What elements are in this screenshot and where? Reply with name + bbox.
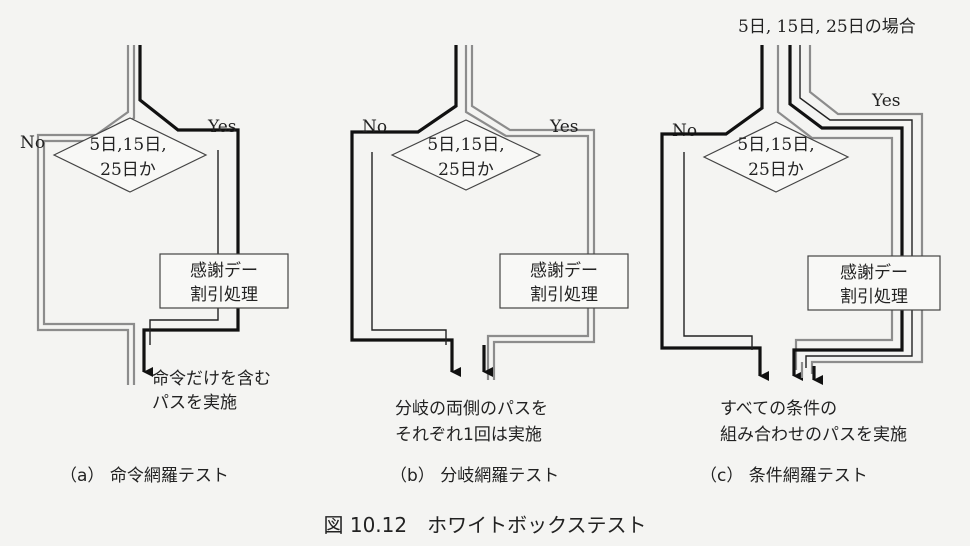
panel-c-no-path <box>660 45 769 381</box>
panel-b-process-line2: 割引処理 <box>530 285 598 305</box>
panel-c-header: 5日, 15日, 25日の場合 <box>738 17 916 37</box>
figure-title: 図 10.12 ホワイトボックステスト <box>323 513 646 537</box>
panel-b-gray-path <box>464 45 596 380</box>
panel-b-yes-label: Yes <box>549 117 579 137</box>
panel-a-process-line1: 感謝デー <box>190 260 258 281</box>
panel-a-black-path <box>138 45 240 377</box>
panel-c-condition-line1: 5日,15日, <box>737 135 814 155</box>
panel-c-process-line2: 割引処理 <box>840 287 908 307</box>
panel-c-no-label: No <box>672 121 697 141</box>
panel-b-note-line1: 分岐の両側のパスを <box>395 399 548 419</box>
panel-a: 5日,15日, 25日か No Yes 感謝デー 割引処理 命令だけを含む パス… <box>20 45 289 486</box>
panel-a-no-label: No <box>20 133 45 153</box>
panel-a-yes-label: Yes <box>207 117 237 137</box>
panel-a-condition-line2: 25日か <box>100 160 156 180</box>
panel-a-condition-line1: 5日,15日, <box>89 135 166 155</box>
panel-a-gray-path <box>36 45 136 385</box>
panel-c-process-box <box>807 255 941 311</box>
panel-b: 5日,15日, 25日か No Yes 感謝デー 割引処理 分岐の両側のパスを … <box>350 45 629 486</box>
panel-a-decision-diamond <box>52 117 208 193</box>
panel-c-process-line1: 感謝デー <box>840 262 908 283</box>
panel-c-decision-diamond <box>702 121 850 193</box>
panel-c-yes-label: Yes <box>871 91 901 111</box>
panel-b-note-line2: それぞれ1回は実施 <box>395 425 542 445</box>
panel-a-note-line1: 命令だけを含む <box>152 369 271 389</box>
panel-b-caption: （b） 分岐網羅テスト <box>390 466 559 486</box>
panel-c: 5日, 15日, 25日の場合 Yes No 5日,15日, 25日か 感謝デー… <box>660 17 941 486</box>
panel-b-no-label: No <box>362 117 387 137</box>
panel-a-caption: （a） 命令網羅テスト <box>60 466 229 486</box>
panel-b-condition-line1: 5日,15日, <box>427 135 504 155</box>
panel-b-process-line1: 感謝デー <box>530 260 598 281</box>
panel-a-process-box <box>159 253 289 309</box>
panel-c-condition-line2: 25日か <box>748 160 804 180</box>
panel-a-note-line2: パスを実施 <box>152 393 237 413</box>
panel-c-yes-paths <box>776 45 924 385</box>
panel-b-decision-diamond <box>390 119 542 191</box>
panel-c-note-line2: 組み合わせのパスを実施 <box>720 425 907 445</box>
panel-c-caption: （c） 条件網羅テスト <box>700 466 868 486</box>
panel-b-black-path <box>350 45 493 377</box>
panel-c-note-line1: すべての条件の <box>720 399 837 419</box>
panel-b-process-box <box>499 253 629 309</box>
panel-a-process-line2: 割引処理 <box>190 285 258 305</box>
panel-b-condition-line2: 25日か <box>438 160 494 180</box>
